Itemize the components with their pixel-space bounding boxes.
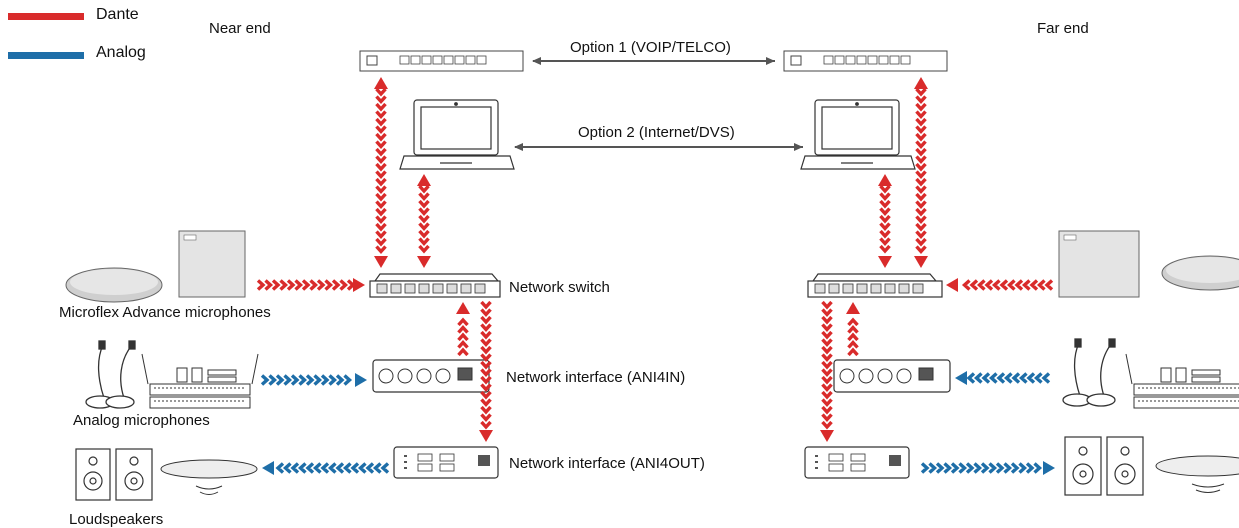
laptop-near — [399, 99, 515, 170]
dante-microflex-switch-near — [256, 278, 365, 292]
analog-ani4out-speakers-near-dashes — [275, 462, 390, 474]
ani4out-far — [804, 446, 910, 479]
telco-unit-near — [359, 50, 524, 72]
dante-switch-ani4out-far-dashes — [821, 300, 833, 430]
legend-label-analog: Analog — [96, 44, 146, 61]
ani4in-label: Network interface (ANI4IN) — [506, 369, 686, 386]
analog-mics-label: Analog microphones — [73, 412, 210, 429]
microflex-table-mic-near — [65, 267, 163, 303]
loudspeakers-far — [1064, 436, 1144, 496]
dante-telco-switch-far — [914, 77, 928, 268]
microflex-table-mic-far — [1161, 255, 1239, 291]
dante-ani4in-switch-far-dashes — [847, 317, 859, 357]
dante-laptop-switch-near — [417, 174, 431, 268]
legend-swatch-analog — [8, 52, 84, 59]
dante-laptop-switch-far-dashes — [879, 184, 891, 254]
dante-switch-ani4out-far — [820, 300, 834, 442]
analog-mics-ani4in-near — [260, 373, 367, 387]
dante-microflex-switch-far-arrowhead — [946, 278, 958, 292]
dante-ani4in-switch-near-dashes — [457, 317, 469, 357]
dante-telco-switch-far-arrowhead-start — [914, 77, 928, 89]
dante-laptop-switch-far — [878, 174, 892, 268]
analog-ani4out-speakers-near — [262, 461, 390, 475]
analog-ani4out-speakers-far — [920, 461, 1055, 475]
ani4out-near — [393, 446, 499, 479]
network-switch-far — [807, 273, 943, 298]
signal-arrows — [256, 77, 1055, 475]
telco-unit-far — [783, 50, 948, 72]
dante-ani4in-switch-far-arrowhead — [846, 302, 860, 314]
legend-swatch-dante — [8, 13, 84, 20]
analog-mics-ani4in-near-dashes — [260, 374, 353, 386]
dante-ani4in-switch-far — [846, 302, 860, 357]
analog-mics-ani4in-far-dashes — [966, 372, 1051, 384]
dante-laptop-switch-near-arrowhead-start — [417, 174, 431, 186]
option1-label: Option 1 (VOIP/TELCO) — [570, 39, 731, 56]
dante-telco-switch-far-dashes — [915, 87, 927, 255]
wireless-receivers-near — [141, 353, 259, 409]
legend-label-dante: Dante — [96, 6, 139, 23]
analog-ani4out-speakers-far-arrowhead — [1043, 461, 1055, 475]
gooseneck-mics-far — [1062, 338, 1116, 407]
dante-microflex-switch-near-arrowhead — [353, 278, 365, 292]
ani4in-near — [372, 359, 490, 393]
analog-mics-ani4in-near-arrowhead — [355, 373, 367, 387]
loudspeakers-label: Loudspeakers — [69, 511, 164, 528]
far-end-label: Far end — [1037, 20, 1089, 37]
microflex-ceiling-array-far — [1058, 230, 1140, 298]
ani4out-label: Network interface (ANI4OUT) — [509, 455, 705, 472]
option2-label: Option 2 (Internet/DVS) — [578, 124, 735, 141]
network-switch-label: Network switch — [509, 279, 610, 296]
dante-telco-switch-near-dashes — [375, 87, 387, 255]
analog-ani4out-speakers-far-dashes — [920, 462, 1043, 474]
dante-ani4in-switch-near — [456, 302, 470, 357]
loudspeakers-near — [75, 448, 153, 501]
ani4in-far — [833, 359, 951, 393]
analog-mics-ani4in-far-arrowhead — [955, 371, 967, 385]
dante-microflex-switch-near-dashes — [256, 279, 356, 291]
laptop-far — [800, 99, 916, 170]
near-end-label: Near end — [209, 20, 271, 37]
dante-switch-ani4out-near-dashes — [480, 300, 492, 430]
dante-telco-switch-near — [374, 77, 388, 268]
dante-switch-ani4out-near-arrowhead — [479, 430, 493, 442]
dante-microflex-switch-far — [946, 278, 1054, 292]
dante-switch-ani4out-near — [479, 300, 493, 442]
analog-mics-ani4in-far — [955, 371, 1051, 385]
microflex-ceiling-array-near — [178, 230, 246, 298]
dante-laptop-switch-near-dashes — [418, 184, 430, 254]
dante-laptop-switch-far-arrowhead-start — [878, 174, 892, 186]
dante-switch-ani4out-far-arrowhead — [820, 430, 834, 442]
dante-telco-switch-far-arrowhead — [914, 256, 928, 268]
ceiling-speaker-far — [1155, 455, 1239, 493]
dante-microflex-switch-far-dashes — [961, 279, 1054, 291]
gooseneck-mics-near — [85, 340, 136, 409]
dante-laptop-switch-far-arrowhead — [878, 256, 892, 268]
dante-telco-switch-near-arrowhead — [374, 256, 388, 268]
ceiling-speaker-near — [160, 459, 258, 495]
dante-telco-switch-near-arrowhead-start — [374, 77, 388, 89]
dante-ani4in-switch-near-arrowhead — [456, 302, 470, 314]
dante-laptop-switch-near-arrowhead — [417, 256, 431, 268]
analog-ani4out-speakers-near-arrowhead — [262, 461, 274, 475]
network-switch-near — [369, 273, 501, 298]
wireless-receivers-far — [1125, 353, 1239, 409]
microflex-label: Microflex Advance microphones — [59, 304, 271, 321]
